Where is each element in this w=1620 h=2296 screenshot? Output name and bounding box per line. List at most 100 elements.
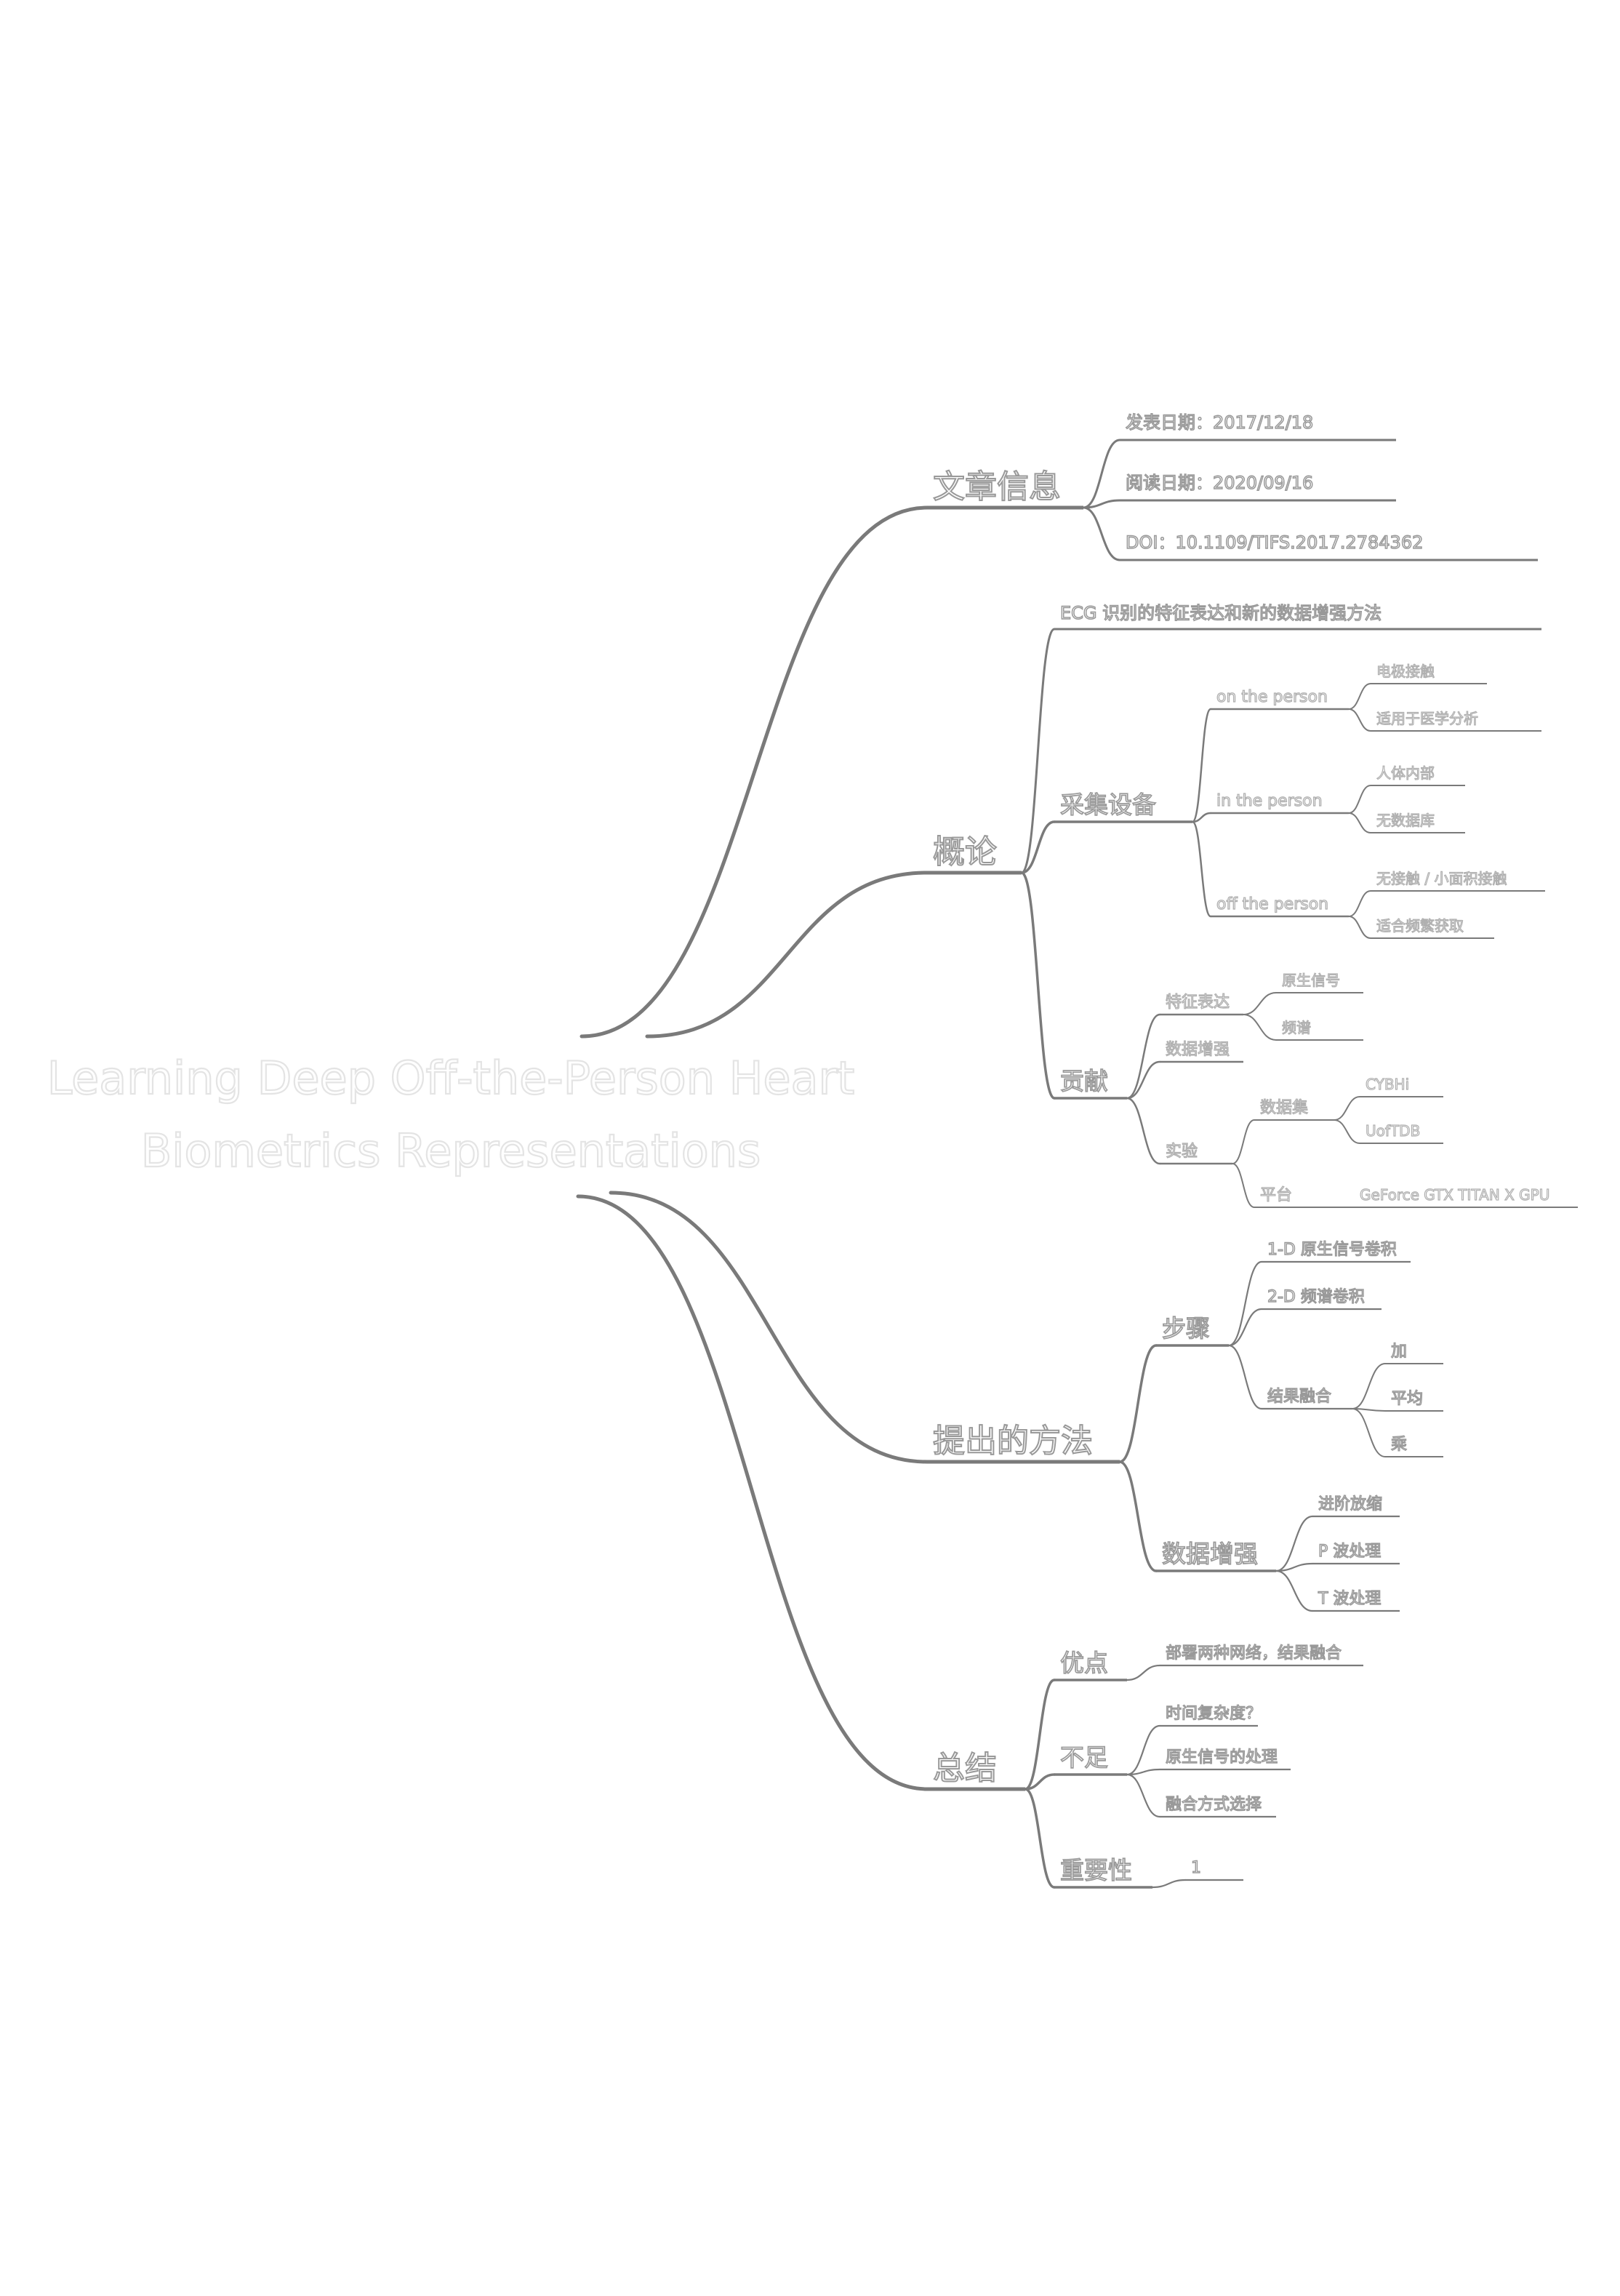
method-augmentation: 数据增强 bbox=[1162, 1540, 1258, 1568]
node-labels: Learning Deep Off-the-Person HeartBiomet… bbox=[47, 412, 1550, 1885]
branch-summary: 总结 bbox=[933, 1750, 997, 1787]
info-doi: DOI：10.1109/TIFS.2017.2784362 bbox=[1126, 532, 1423, 553]
fusion-average-connector bbox=[1352, 1408, 1386, 1412]
intro-contribution: 贡献 bbox=[1060, 1067, 1108, 1095]
branch-intro-connector bbox=[645, 871, 929, 1039]
intro-devices: 采集设备 bbox=[1060, 791, 1156, 819]
on-medical-analysis: 适用于医学分析 bbox=[1376, 710, 1478, 727]
augment-scaling: 进阶放缩 bbox=[1318, 1495, 1382, 1513]
fusion-add: 加 bbox=[1391, 1343, 1407, 1361]
branch-proposed-method-connector bbox=[609, 1191, 929, 1464]
device-in-the-person-connector bbox=[1191, 812, 1212, 823]
in-inside-body: 人体内部 bbox=[1376, 764, 1435, 782]
feature-spectrum-connector bbox=[1243, 1014, 1277, 1041]
device-on-the-person: on the person bbox=[1216, 688, 1328, 706]
platform-gpu: GeForce GTX TITAN X GPU bbox=[1360, 1186, 1549, 1204]
augment-t-wave-connector bbox=[1275, 1569, 1314, 1612]
summary-importance: 重要性 bbox=[1060, 1856, 1132, 1884]
branch-article-info-connector bbox=[580, 505, 929, 1039]
branch-intro: 概论 bbox=[933, 833, 997, 871]
augment-scaling-connector bbox=[1275, 1515, 1314, 1572]
off-no-contact-connector bbox=[1348, 890, 1371, 917]
contrib-augmentation: 数据增强 bbox=[1166, 1041, 1230, 1059]
device-on-the-person-connector bbox=[1191, 708, 1212, 823]
step-result-fusion: 结果融合 bbox=[1267, 1388, 1331, 1406]
summary-cons-connector bbox=[1024, 1773, 1056, 1791]
on-medical-analysis-connector bbox=[1348, 708, 1371, 732]
info-doi-connector bbox=[1082, 506, 1121, 561]
contrib-feature: 特征表达 bbox=[1166, 993, 1230, 1012]
root-title-line1: Learning Deep Off-the-Person Heart bbox=[47, 1052, 855, 1105]
connector-lines bbox=[576, 439, 1578, 1889]
cons-time-complexity-connector bbox=[1126, 1724, 1161, 1776]
in-inside-body-connector bbox=[1348, 785, 1371, 814]
contrib-experiment: 实验 bbox=[1166, 1143, 1198, 1161]
cons-fusion-choice: 融合方式选择 bbox=[1166, 1796, 1262, 1814]
summary-pros: 优点 bbox=[1060, 1649, 1108, 1677]
info-read-date: 阅读日期：2020/09/16 bbox=[1126, 473, 1313, 493]
step-result-fusion-connector bbox=[1227, 1344, 1263, 1410]
info-pub-date-connector bbox=[1082, 439, 1121, 509]
importance-score: 1 bbox=[1191, 1859, 1201, 1877]
device-off-the-person-connector bbox=[1191, 820, 1212, 918]
summary-cons: 不足 bbox=[1060, 1743, 1108, 1772]
augment-p-wave: P 波处理 bbox=[1318, 1543, 1381, 1561]
feature-spectrum: 频谱 bbox=[1282, 1019, 1311, 1036]
off-frequent-acquisition: 适合频繁获取 bbox=[1376, 917, 1464, 935]
experiment-platform-connector bbox=[1232, 1163, 1255, 1208]
cons-raw-signal-processing: 原生信号的处理 bbox=[1166, 1748, 1278, 1767]
on-electrode-contact-connector bbox=[1348, 683, 1371, 710]
importance-score-connector bbox=[1151, 1879, 1187, 1889]
branch-summary-connector bbox=[576, 1194, 929, 1791]
cons-time-complexity: 时间复杂度？ bbox=[1166, 1705, 1262, 1723]
summary-pros-connector bbox=[1024, 1679, 1056, 1791]
fusion-multiply-connector bbox=[1352, 1408, 1386, 1457]
contrib-feature-connector bbox=[1126, 1013, 1161, 1100]
off-frequent-acquisition-connector bbox=[1348, 916, 1371, 939]
method-steps-connector bbox=[1118, 1344, 1158, 1463]
branch-proposed-method: 提出的方法 bbox=[933, 1423, 1093, 1460]
off-no-contact: 无接触 / 小面积接触 bbox=[1376, 870, 1507, 887]
fusion-multiply: 乘 bbox=[1391, 1436, 1407, 1454]
step-1d-conv: 1-D 原生信号卷积 bbox=[1267, 1241, 1397, 1259]
contrib-augmentation-connector bbox=[1126, 1060, 1161, 1100]
root-title-line2: Biometrics Representations bbox=[141, 1124, 761, 1177]
augment-t-wave: T 波处理 bbox=[1318, 1590, 1381, 1608]
cons-raw-signal-processing-connector bbox=[1126, 1768, 1161, 1776]
dataset-cybhi-connector bbox=[1334, 1096, 1360, 1121]
cons-fusion-choice-connector bbox=[1126, 1773, 1161, 1818]
experiment-platform: 平台 bbox=[1260, 1186, 1292, 1204]
summary-importance-connector bbox=[1024, 1788, 1056, 1889]
in-no-database-connector bbox=[1348, 812, 1371, 833]
pros-two-networks-connector bbox=[1126, 1664, 1161, 1681]
intro-devices-connector bbox=[1020, 820, 1056, 874]
method-augmentation-connector bbox=[1118, 1460, 1158, 1572]
dataset-uoftdb: UofTDB bbox=[1366, 1122, 1420, 1140]
intro-summary: ECG 识别的特征表达和新的数据增强方法 bbox=[1060, 603, 1382, 623]
device-off-the-person: off the person bbox=[1216, 895, 1328, 913]
dataset-cybhi: CYBHi bbox=[1366, 1076, 1409, 1093]
on-electrode-contact: 电极接触 bbox=[1376, 663, 1435, 680]
branch-article-info: 文章信息 bbox=[933, 468, 1061, 505]
experiment-datasets: 数据集 bbox=[1260, 1099, 1308, 1117]
fusion-average: 平均 bbox=[1391, 1390, 1423, 1408]
info-pub-date: 发表日期：2017/12/18 bbox=[1126, 412, 1313, 433]
experiment-datasets-connector bbox=[1232, 1119, 1255, 1164]
device-in-the-person: in the person bbox=[1216, 792, 1323, 810]
dataset-uoftdb-connector bbox=[1334, 1119, 1360, 1144]
pros-two-networks: 部署两种网络，结果融合 bbox=[1166, 1644, 1342, 1663]
contrib-experiment-connector bbox=[1126, 1097, 1161, 1165]
method-steps: 步骤 bbox=[1162, 1314, 1210, 1343]
step-1d-conv-connector bbox=[1227, 1260, 1263, 1347]
step-2d-conv-connector bbox=[1227, 1308, 1263, 1347]
feature-raw-signal: 原生信号 bbox=[1282, 972, 1340, 989]
in-no-database: 无数据库 bbox=[1376, 812, 1435, 829]
fusion-add-connector bbox=[1352, 1363, 1386, 1409]
intro-summary-connector bbox=[1020, 628, 1056, 874]
intro-contribution-connector bbox=[1020, 871, 1056, 1100]
augment-p-wave-connector bbox=[1275, 1562, 1314, 1572]
step-2d-conv: 2-D 频谱卷积 bbox=[1267, 1288, 1365, 1306]
feature-raw-signal-connector bbox=[1243, 992, 1277, 1015]
